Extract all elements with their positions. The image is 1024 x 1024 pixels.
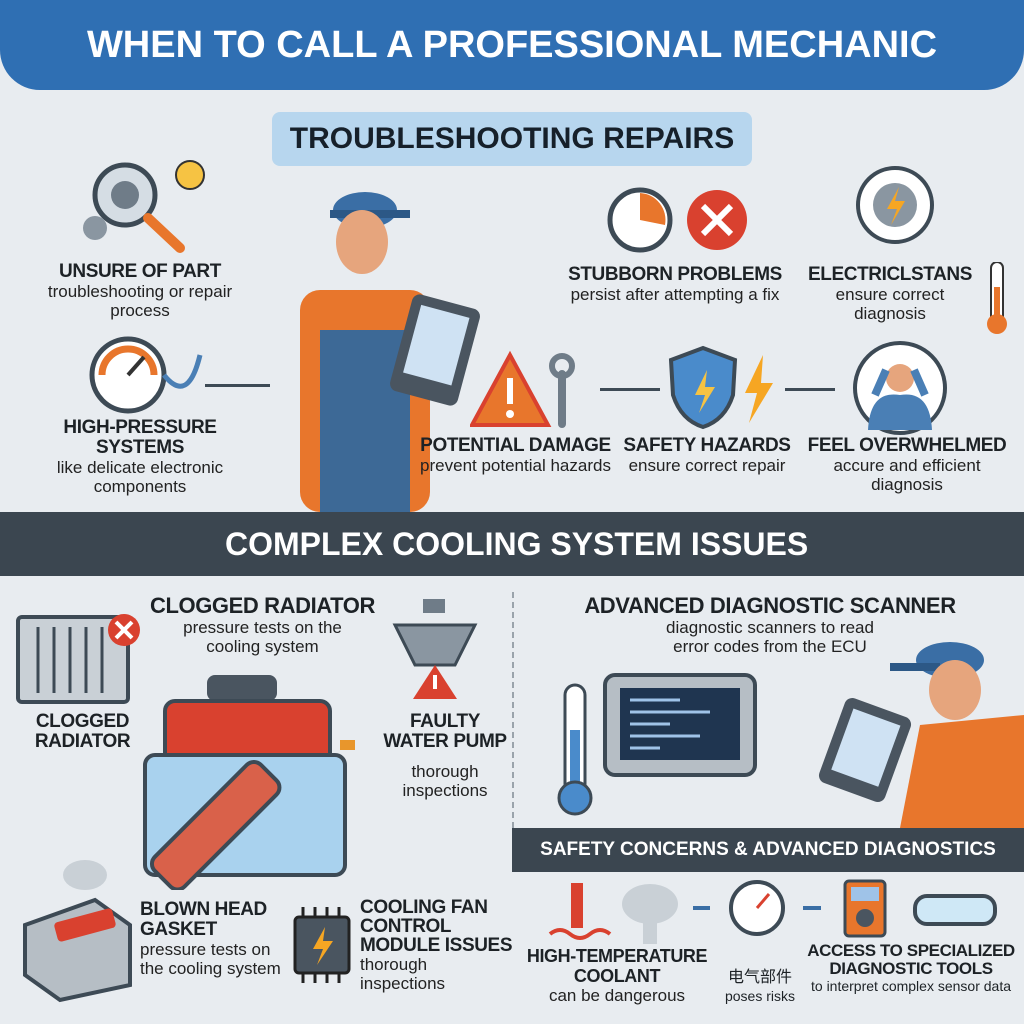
tools-title: ACCESS TO SPECIALIZED DIAGNOSTIC TOOLS	[807, 941, 1015, 978]
scanner-title: ADVANCED DIAGNOSTIC SCANNER	[584, 593, 956, 618]
coolant-desc: can be dangerous	[548, 986, 686, 1005]
item-title: ELECTRICLSTANS	[808, 264, 972, 285]
item-feel-overwhelmed: FEEL OVERWHELMED accure and efficient di…	[800, 435, 1014, 495]
item-stubborn-problems: STUBBORN PROBLEMS persist after attempti…	[560, 264, 790, 305]
head-gasket-desc: pressure tests on the cooling system	[140, 940, 281, 978]
item-title: FEEL OVERWHELMED	[807, 435, 1007, 456]
section-heading-safety: SAFETY CONCERNS & ADVANCED DIAGNOSTICS	[512, 828, 1024, 872]
water-pump-icon	[392, 599, 478, 699]
item-desc: troubleshooting or repair process	[47, 282, 233, 320]
thermometer-icon	[557, 683, 593, 816]
cooling-fan-title: COOLING FAN CONTROL MODULE ISSUES	[360, 897, 513, 956]
water-pump-block: FAULTY WATER PUMP thorough inspections	[380, 711, 510, 801]
chip-bolt-icon	[293, 907, 351, 983]
section-heading-cooling: COMPLEX COOLING SYSTEM ISSUES	[0, 512, 1024, 576]
electrical-desc: poses risks	[724, 988, 796, 1004]
scanner-block: ADVANCED DIAGNOSTIC SCANNER diagnostic s…	[540, 593, 1000, 657]
coolant-block: HIGH-TEMPERATURE COOLANT can be dangerou…	[514, 946, 720, 1005]
ecu-module-icon	[603, 673, 757, 777]
engine-block-steam-icon	[23, 860, 132, 1003]
item-desc: ensure correct repair	[628, 456, 786, 475]
item-desc: accure and efficient diagnosis	[833, 456, 981, 494]
item-desc: prevent potential hazards	[420, 456, 611, 475]
clogged-radiator-label: CLOGGED RADIATOR	[34, 711, 131, 752]
divider	[512, 592, 514, 828]
item-title: UNSURE OF PART	[59, 261, 221, 282]
item-electrical: ELECTRICLSTANS ensure correct diagnosis	[800, 264, 980, 324]
clogged-radiator-title: CLOGGED RADIATOR	[149, 593, 375, 618]
item-title: SAFETY HAZARDS	[623, 435, 791, 456]
radiator-icon	[16, 614, 140, 704]
clogged-radiator-desc: pressure tests on the cooling system	[183, 618, 342, 656]
stressed-person-icon	[853, 341, 947, 435]
pressure-gauge-icon	[89, 336, 203, 414]
water-pump-desc: thorough inspections	[402, 762, 488, 800]
gauge-multimeter-goggles-icons	[693, 879, 997, 938]
coolant-steam-icon	[548, 883, 678, 944]
warning-wrench-icon	[470, 350, 575, 428]
item-potential-damage: POTENTIAL DAMAGE prevent potential hazar…	[416, 435, 615, 476]
item-desc: like delicate electronic components	[56, 458, 224, 496]
head-gasket-title: BLOWN HEAD GASKET	[140, 899, 267, 940]
electrical-block: 电气部件 poses risks	[722, 968, 798, 1005]
arrow-left	[205, 384, 270, 387]
item-high-pressure: HIGH-PRESSURE SYSTEMS like delicate elec…	[30, 417, 250, 497]
clock-x-icon	[607, 187, 747, 253]
header-banner: WHEN TO CALL A PROFESSIONAL MECHANIC	[0, 0, 1024, 90]
scanner-desc: diagnostic scanners to read error codes …	[666, 618, 874, 656]
tools-desc: to interpret complex sensor data	[811, 978, 1011, 994]
page-title: WHEN TO CALL A PROFESSIONAL MECHANIC	[86, 23, 938, 66]
item-desc: ensure correct diagnosis	[835, 285, 945, 323]
item-unsure-of-part: UNSURE OF PART troubleshooting or repair…	[40, 261, 240, 321]
clogged-radiator-block: CLOGGED RADIATOR pressure tests on the c…	[140, 593, 385, 657]
item-desc: persist after attempting a fix	[570, 285, 780, 304]
cooling-fan-desc: thorough inspections	[360, 955, 446, 993]
mechanic-illustration	[300, 192, 480, 512]
magnifier-gears-bulb-icon	[83, 160, 205, 253]
shield-bolt-icon	[668, 345, 773, 430]
gear-bolt-icon	[856, 166, 934, 244]
section-heading-troubleshooting: TROUBLESHOOTING REPAIRS	[272, 112, 752, 166]
tools-block: ACCESS TO SPECIALIZED DIAGNOSTIC TOOLS t…	[800, 942, 1022, 995]
head-gasket-block: BLOWN HEAD GASKET pressure tests on the …	[140, 899, 285, 979]
technician-illustration	[818, 642, 1024, 828]
coolant-title: HIGH-TEMPERATURE COOLANT	[526, 946, 708, 986]
arrow-right	[600, 388, 660, 391]
thermometer-icon	[987, 262, 1007, 334]
clogged-radiator-label-block: CLOGGED RADIATOR	[25, 712, 140, 752]
water-pump-title: FAULTY WATER PUMP	[383, 711, 507, 752]
item-title: STUBBORN PROBLEMS	[568, 264, 782, 285]
arrow-right	[785, 388, 835, 391]
item-title: HIGH-PRESSURE SYSTEMS	[63, 417, 217, 458]
item-safety-hazards: SAFETY HAZARDS ensure correct repair	[618, 435, 796, 476]
engine-illustration	[143, 675, 355, 890]
cooling-fan-block: COOLING FAN CONTROL MODULE ISSUES thorou…	[360, 898, 515, 993]
electrical-label: 电气部件	[727, 969, 792, 986]
item-title: POTENTIAL DAMAGE	[420, 435, 611, 456]
